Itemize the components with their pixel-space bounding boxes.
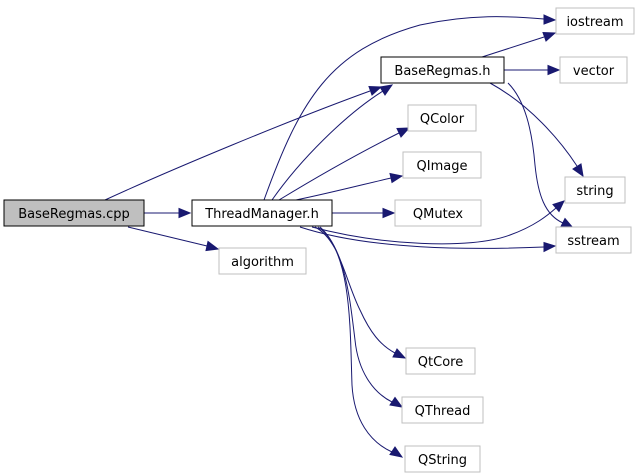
node-label: QtCore [418, 355, 463, 370]
dependency-edges [104, 14, 584, 458]
node-qstring[interactable]: QString [404, 445, 481, 473]
node-qimage[interactable]: QImage [402, 151, 482, 179]
edge-threadmgr-basehdr [271, 84, 394, 201]
node-qtcore[interactable]: QtCore [405, 347, 476, 375]
edge-basehdr-iostream [481, 31, 557, 58]
dependency-nodes: BaseRegmas.cpp ThreadManager.h BaseRegma… [3, 7, 635, 473]
edge-threadmgr-iostream [263, 14, 557, 201]
edge-threadmgr-sstream [299, 226, 557, 253]
edge-threadmgr-qstring [319, 226, 404, 458]
node-vector[interactable]: vector [559, 56, 628, 84]
edge-basehdr-string [489, 82, 584, 178]
edge-threadmgr-qimage [295, 172, 404, 201]
node-baseregmas-cpp[interactable]: BaseRegmas.cpp [3, 199, 145, 227]
node-label: ThreadManager.h [204, 207, 319, 222]
node-qthread[interactable]: QThread [401, 396, 484, 424]
node-algorithm[interactable]: algorithm [218, 247, 307, 275]
node-label: QThread [415, 404, 471, 419]
node-label: QColor [420, 112, 465, 127]
node-label: sstream [567, 234, 619, 249]
edge-threadmgr-qmutex [332, 207, 396, 219]
node-label: string [576, 184, 613, 199]
edge-basecpp-basehdr [104, 85, 383, 201]
node-qmutex[interactable]: QMutex [394, 199, 482, 227]
node-qcolor[interactable]: QColor [407, 104, 477, 132]
edge-threadmgr-string [311, 200, 565, 245]
edge-basecpp-threadmgr [144, 207, 192, 219]
edge-basehdr-vector [504, 64, 561, 76]
node-baseregmas-h[interactable]: BaseRegmas.h [380, 56, 505, 84]
edge-basehdr-sstream [507, 82, 575, 229]
node-threadmanager-h[interactable]: ThreadManager.h [191, 199, 333, 227]
edge-threadmgr-qtcore [314, 226, 407, 359]
node-sstream[interactable]: sstream [555, 226, 632, 254]
node-label: iostream [566, 15, 623, 30]
node-string[interactable]: string [564, 176, 626, 204]
node-iostream[interactable]: iostream [555, 7, 635, 35]
node-label: QMutex [413, 207, 464, 222]
node-label: BaseRegmas.cpp [18, 207, 130, 222]
edge-basecpp-algorithm [127, 226, 220, 252]
node-label: BaseRegmas.h [394, 64, 490, 79]
edge-threadmgr-qcolor [278, 127, 411, 201]
node-label: QImage [417, 159, 468, 174]
node-label: algorithm [231, 255, 294, 270]
edge-threadmgr-qthread [317, 226, 404, 408]
node-label: QString [418, 453, 467, 468]
node-label: vector [573, 64, 615, 79]
